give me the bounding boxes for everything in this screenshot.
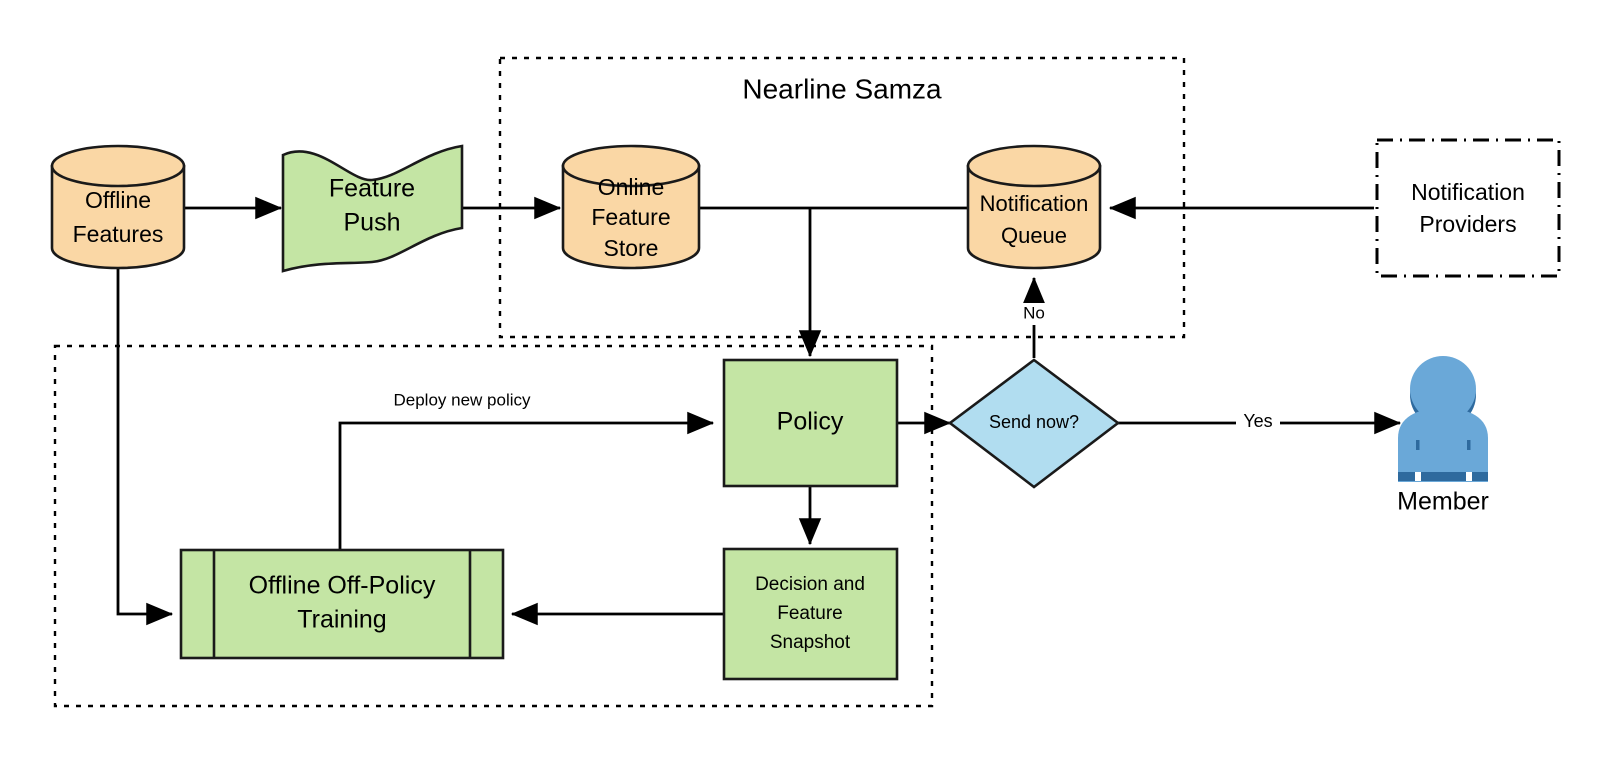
feature-push-label-line2: Push — [344, 209, 401, 237]
node-decision-snapshot[interactable]: Decision and Feature Snapshot — [722, 547, 899, 681]
node-member[interactable]: Member — [1397, 356, 1489, 516]
edge-training-to-policy-deploy — [338, 411, 715, 550]
member-label: Member — [1397, 488, 1489, 516]
node-offline-features[interactable]: Offline Features — [50, 144, 186, 270]
online-feature-store-cylinder-top — [561, 144, 701, 188]
decision-snapshot-label-line1: Decision and — [755, 574, 865, 595]
offline-training-label-line1: Offline Off-Policy — [249, 572, 436, 600]
notification-providers-label-line2: Providers — [1419, 211, 1516, 237]
offline-features-label-line1: Offline — [85, 187, 151, 213]
yes-label: Yes — [1243, 411, 1272, 431]
edge-offline-features-to-training — [116, 266, 174, 626]
notification-queue-cylinder-body — [966, 164, 1102, 270]
container-offline-pipeline — [53, 344, 934, 708]
feature-push-tape-shape — [281, 144, 464, 273]
online-feature-store-cylinder-body — [561, 164, 701, 270]
notification-queue-label-line1: Notification — [980, 191, 1089, 216]
member-base-bar-icon — [1398, 472, 1488, 481]
online-feature-store-label-line1: Online — [598, 174, 664, 200]
online-feature-store-label-line3: Store — [604, 235, 659, 261]
decision-snapshot-label-line2: Feature — [777, 603, 842, 624]
member-collar-right-icon — [1467, 440, 1471, 450]
offline-features-label-line2: Features — [73, 221, 164, 247]
node-feature-push[interactable]: Feature Push — [281, 144, 464, 273]
node-online-feature-store[interactable]: Online Feature Store — [561, 144, 701, 270]
container-nearline-samza-label: Nearline Samza — [742, 73, 942, 104]
yes-label-backing — [1236, 411, 1280, 433]
decision-snapshot-label-line3: Snapshot — [770, 632, 851, 653]
notification-providers-box — [1375, 138, 1561, 278]
edge-label-deploy-new-policy: Deploy new policy — [378, 390, 548, 412]
node-notification-providers[interactable]: Notification Providers — [1375, 138, 1561, 278]
no-label: No — [1023, 303, 1045, 322]
edge-label-yes: Yes — [1236, 411, 1280, 433]
member-body-icon — [1398, 408, 1488, 482]
node-notification-queue[interactable]: Notification Queue — [966, 144, 1102, 270]
notification-queue-cylinder-top — [966, 144, 1102, 188]
offline-features-cylinder-body — [50, 164, 186, 270]
member-head-icon — [1410, 356, 1476, 422]
node-send-now-decision[interactable]: Send now? — [947, 358, 1121, 489]
member-base-gap-right-icon — [1466, 472, 1472, 481]
send-now-diamond — [947, 358, 1121, 489]
member-base-gap-left-icon — [1415, 472, 1421, 481]
decision-snapshot-box — [722, 547, 899, 681]
deploy-label-backing — [378, 390, 548, 412]
offline-training-box — [179, 548, 505, 660]
deploy-new-policy-label: Deploy new policy — [393, 390, 531, 409]
node-offline-off-policy-training[interactable]: Offline Off-Policy Training — [179, 548, 505, 660]
offline-features-cylinder-top — [50, 144, 186, 188]
online-feature-store-label-line2: Feature — [591, 204, 670, 230]
policy-box — [722, 358, 899, 488]
member-collar-left-icon — [1416, 440, 1420, 450]
feature-push-label-line1: Feature — [329, 175, 415, 203]
node-policy[interactable]: Policy — [722, 358, 899, 488]
no-label-backing — [1018, 303, 1050, 325]
notification-queue-label-line2: Queue — [1001, 223, 1067, 248]
send-now-label: Send now? — [989, 412, 1079, 432]
offline-training-label-line2: Training — [297, 606, 386, 634]
policy-label: Policy — [777, 408, 844, 436]
edge-label-no: No — [1018, 303, 1050, 325]
notification-providers-label-line1: Notification — [1411, 179, 1525, 205]
